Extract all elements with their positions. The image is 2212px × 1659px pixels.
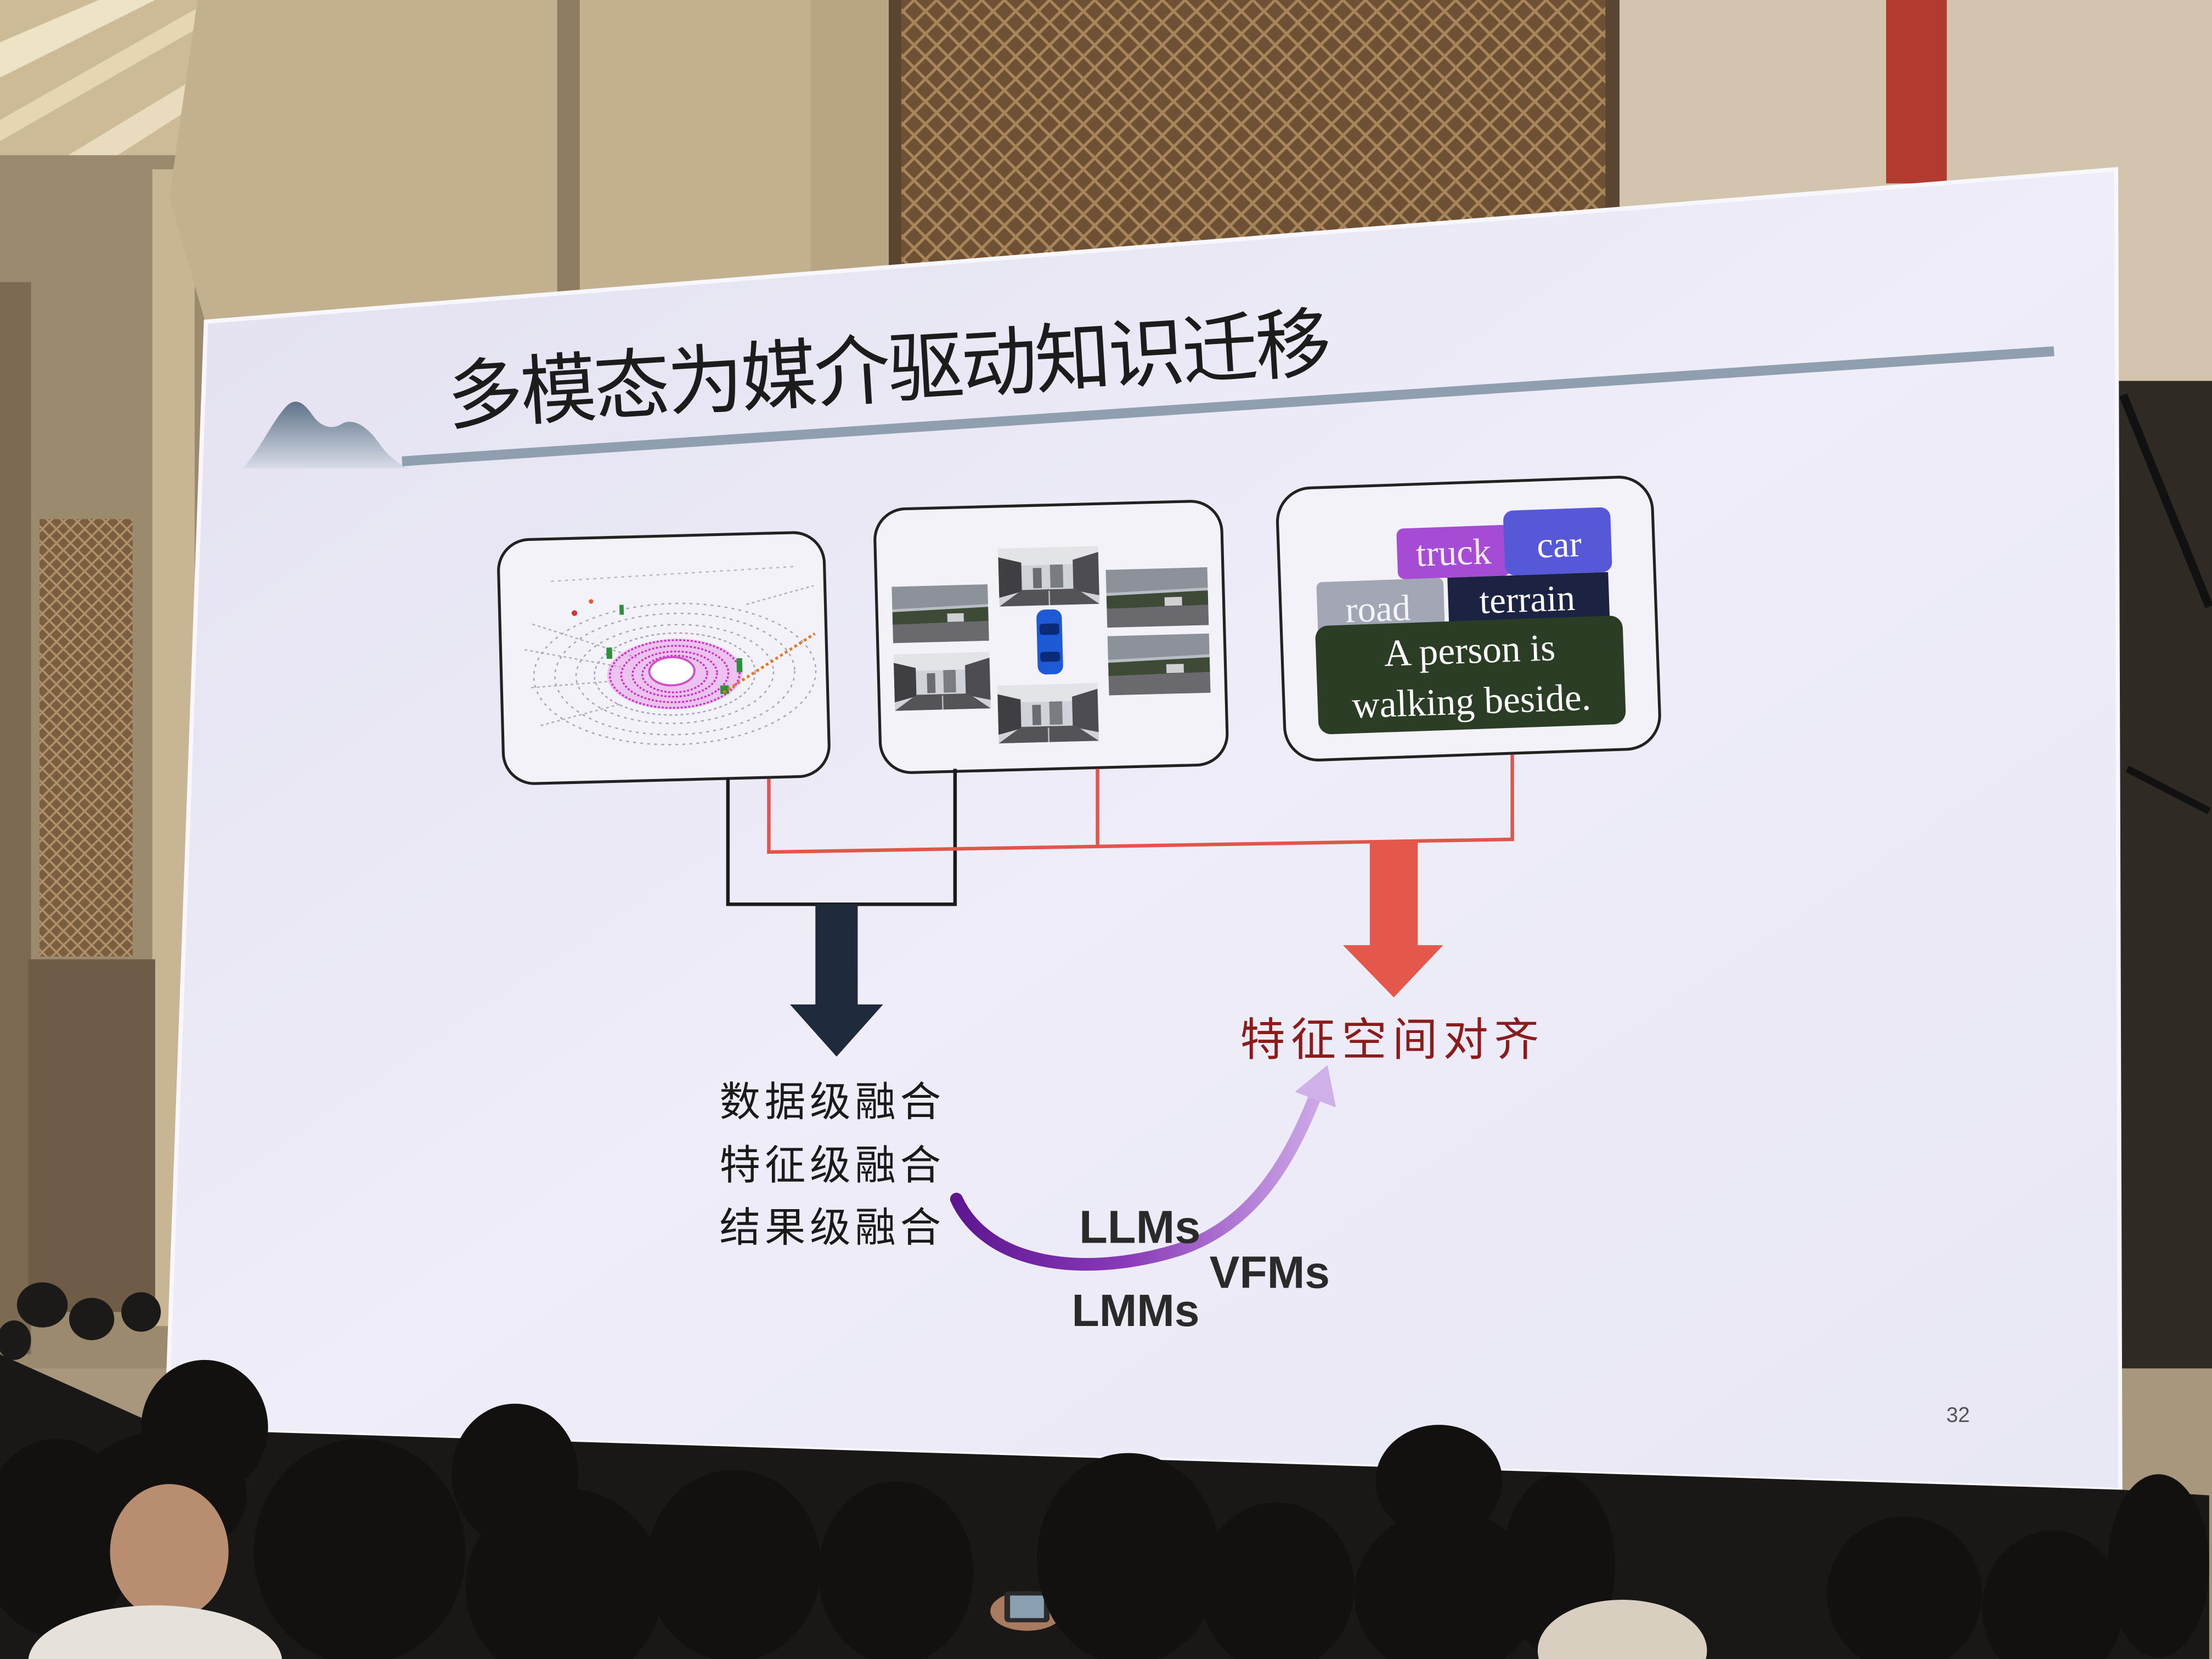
- camera-image-front-right: [1105, 567, 1209, 628]
- data-fusion-arrow-shaft: [815, 904, 858, 1006]
- left-lower-wall: [28, 959, 155, 1312]
- lidar-ring: [533, 602, 817, 746]
- data-fusion-arrow-head: [790, 1004, 883, 1057]
- camera-image-back-left: [893, 652, 991, 711]
- lidar-ring-magenta: [620, 645, 730, 703]
- lidar-ego-blindspot: [648, 656, 696, 687]
- audience-head: [121, 1292, 161, 1332]
- label-truck-box: [1396, 524, 1511, 579]
- label-truck: truck: [1415, 531, 1492, 574]
- model-label-llms: LLMs: [1079, 1200, 1201, 1252]
- point-streak: [531, 680, 611, 689]
- audience-head: [16, 1282, 68, 1328]
- audience-head: [0, 1320, 31, 1360]
- audience-shirt: [28, 1605, 282, 1659]
- lattice-frame-right: [1605, 0, 1620, 240]
- camera-image-back: [997, 682, 1099, 744]
- lidar-object-green: [606, 647, 613, 659]
- title-underline: [402, 346, 2055, 466]
- foundation-model-labels: LLMs VFMs LMMs: [1071, 1200, 1330, 1336]
- upper-wall: [169, 0, 903, 325]
- upper-wall-column: [811, 0, 893, 283]
- data-fusion-arrow: [790, 904, 883, 1057]
- camera-image-front-left: [891, 584, 989, 644]
- slide: 多模态为媒介驱动知识迁移: [242, 298, 2055, 1427]
- audience-head: [1199, 1502, 1355, 1659]
- audience-face: [110, 1484, 229, 1620]
- ego-car-windshield: [1039, 623, 1060, 635]
- lidar-point-red: [589, 599, 594, 604]
- feature-alignment-arrow-head: [1343, 945, 1443, 997]
- point-streak: [551, 566, 797, 582]
- caption-line-2: walking beside.: [1351, 676, 1592, 726]
- lidar-object-green: [720, 685, 729, 694]
- feature-space-alignment-label: 特征空间对齐: [1240, 1014, 1544, 1066]
- red-column: [1886, 0, 1947, 184]
- label-terrain: terrain: [1479, 578, 1576, 622]
- audience-head: [1354, 1509, 1538, 1659]
- lidar-object-green: [736, 658, 743, 673]
- ceiling-light-strip: [0, 0, 155, 78]
- caption-box: [1315, 616, 1626, 735]
- left-lattice-panel: [40, 519, 133, 957]
- audience-head: [1375, 1425, 1503, 1538]
- mountain-logo: [242, 402, 409, 469]
- fusion-level-list: 数据级融合 特征级融合 结果级融合: [719, 1078, 945, 1251]
- audience-head: [253, 1438, 466, 1659]
- audience-head: [465, 1488, 663, 1659]
- label-car-box: [1503, 507, 1612, 575]
- feature-alignment-connector: [767, 754, 1514, 854]
- lidar-object-green: [619, 605, 624, 615]
- point-streak: [746, 585, 814, 605]
- feature-alignment-arrow-shaft: [1369, 840, 1418, 948]
- audience-head: [1982, 1531, 2123, 1659]
- audience-head: [69, 1297, 115, 1340]
- caption-line-1: A person is: [1384, 627, 1556, 675]
- ego-car-body: [1036, 609, 1063, 675]
- audience-shirt: [1537, 1600, 1707, 1659]
- upper-wall-column: [557, 0, 580, 303]
- audience-phone-screen: [1010, 1595, 1044, 1618]
- model-label-lmms: LMMs: [1071, 1286, 1199, 1336]
- fusion-level-data: 数据级融合: [719, 1078, 945, 1126]
- right-dark-structure: [2109, 381, 2212, 1369]
- audience-head: [646, 1470, 821, 1659]
- camera-panel: [873, 500, 1229, 774]
- left-wall-shadow: [0, 282, 31, 1355]
- audience: [0, 1282, 2209, 1659]
- audience-head: [818, 1481, 974, 1659]
- audience-head: [2107, 1474, 2209, 1658]
- slide-page-number: 32: [1946, 1403, 1970, 1427]
- point-streak: [540, 703, 623, 726]
- model-label-vfms: VFMs: [1210, 1248, 1330, 1298]
- ego-car-rear-window: [1040, 651, 1060, 662]
- model-transfer-curve: [950, 1091, 1322, 1271]
- lidar-ring: [575, 624, 775, 724]
- truss-pole: [2119, 393, 2212, 608]
- lattice-frame-left: [889, 0, 902, 275]
- ceiling-light-strip: [0, 0, 247, 142]
- camera-image-front: [998, 546, 1100, 607]
- camera-image-back-right: [1107, 633, 1211, 696]
- lidar-panel: [497, 531, 831, 785]
- point-streak: [524, 649, 622, 668]
- audience-head: [1827, 1516, 1982, 1659]
- fusion-level-feature: 特征级融合: [719, 1142, 945, 1189]
- point-streak: [532, 623, 638, 659]
- model-transfer-arrowhead: [1295, 1065, 1336, 1108]
- lidar-trail-orange: [722, 632, 816, 694]
- lidar-point-red: [571, 610, 578, 616]
- lidar-ring-magenta: [641, 654, 708, 693]
- truss-bar: [2125, 765, 2211, 815]
- mountain-shape: [242, 402, 409, 469]
- audience-head: [1037, 1453, 1221, 1659]
- fusion-level-result: 结果级融合: [719, 1204, 945, 1251]
- ego-car-icon: [1036, 609, 1063, 675]
- feature-alignment-arrow: [1343, 840, 1443, 997]
- semantic-panel: truck car road terrain A person is walki…: [1276, 476, 1661, 761]
- lidar-ring: [594, 632, 756, 716]
- label-car: car: [1536, 524, 1582, 566]
